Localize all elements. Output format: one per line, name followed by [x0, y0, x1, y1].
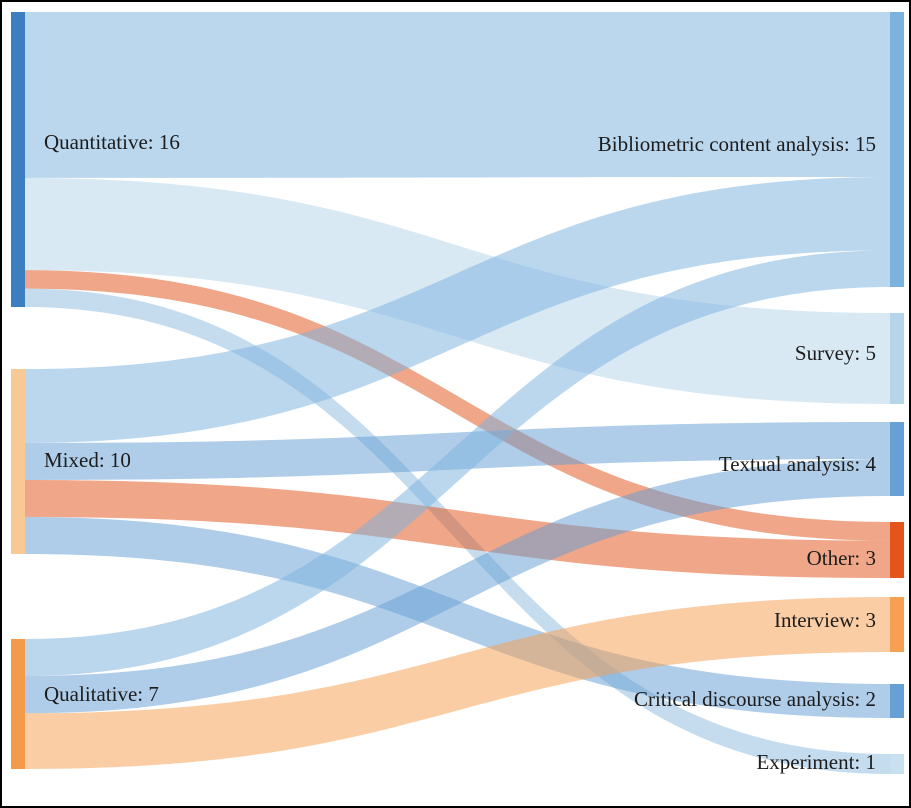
node-label-experiment: Experiment: 1 — [756, 750, 876, 774]
sankey-link-qualitative-bibliometric — [25, 250, 890, 677]
sankey-node-survey — [890, 313, 904, 404]
node-label-mixed: Mixed: 10 — [44, 448, 131, 472]
node-label-other: Other: 3 — [807, 546, 876, 570]
node-label-bibliometric: Bibliometric content analysis: 15 — [598, 132, 876, 156]
sankey-link-qualitative-textual — [25, 459, 890, 714]
node-label-cda: Critical discourse analysis: 2 — [634, 687, 876, 711]
sankey-link-mixed-bibliometric — [25, 177, 890, 443]
sankey-node-cda — [890, 684, 904, 718]
sankey-node-quantitative — [11, 12, 25, 307]
sankey-link-quantitative-bibliometric — [25, 12, 890, 178]
node-label-textual: Textual analysis: 4 — [719, 452, 877, 476]
sankey-node-qualitative — [11, 639, 25, 769]
sankey-node-interview — [890, 597, 904, 652]
sankey-link-mixed-cda — [25, 517, 890, 718]
sankey-link-qualitative-interview — [25, 597, 890, 769]
sankey-link-quantitative-other — [25, 270, 890, 541]
sankey-node-other — [890, 522, 904, 578]
node-label-interview: Interview: 3 — [774, 608, 876, 632]
sankey-link-mixed-other — [25, 480, 890, 578]
node-label-quantitative: Quantitative: 16 — [44, 130, 180, 154]
sankey-node-bibliometric — [890, 12, 904, 287]
node-label-qualitative: Qualitative: 7 — [44, 682, 159, 706]
sankey-node-experiment — [890, 754, 904, 774]
sankey-labels-layer: Quantitative: 16 Mixed: 10 Qualitative: 7 B… — [44, 130, 876, 774]
sankey-links-layer — [25, 12, 890, 774]
sankey-nodes-layer — [11, 12, 904, 774]
sankey-node-textual — [890, 422, 904, 496]
node-label-survey: Survey: 5 — [795, 341, 876, 365]
sankey-node-mixed — [11, 369, 25, 554]
